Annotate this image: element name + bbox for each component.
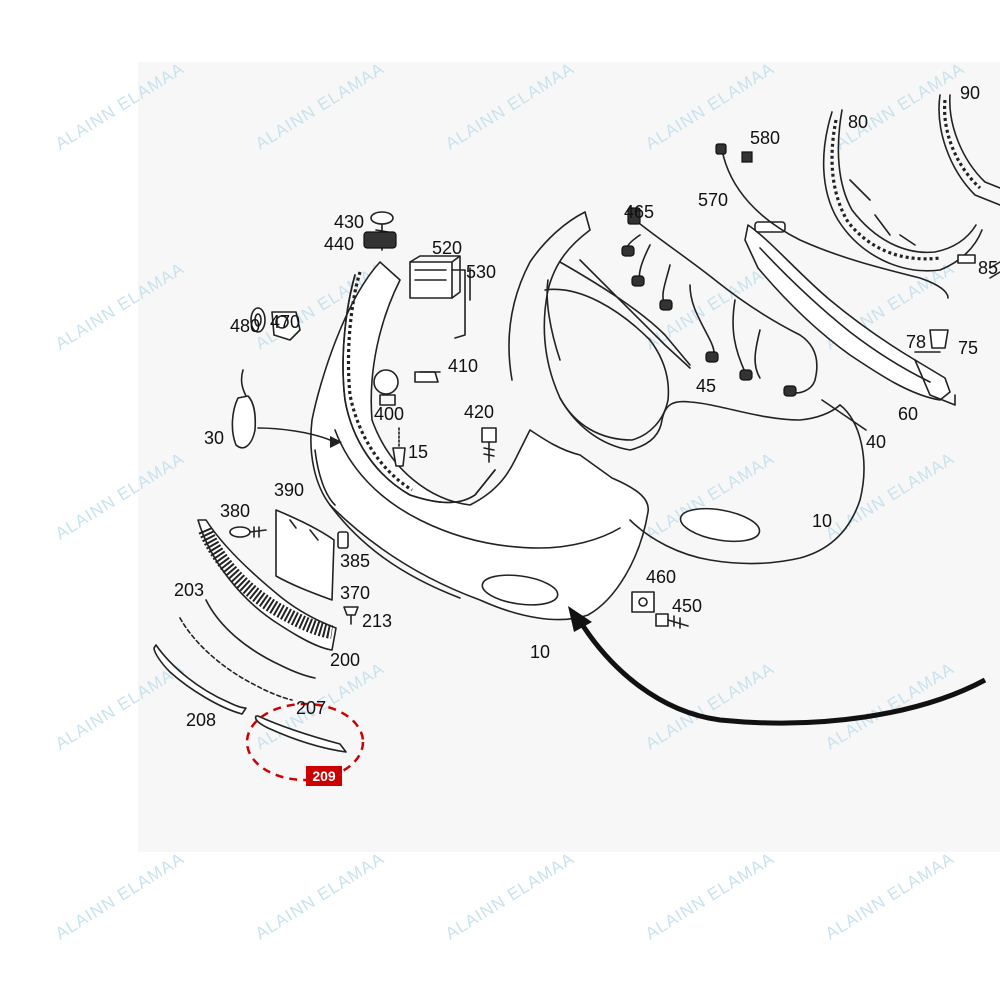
grille-200 [197, 519, 337, 651]
callout-labels: 10 10 15 30 40 45 60 75 78 80 85 90 200 … [174, 83, 998, 730]
callout-label: 370 [340, 583, 370, 603]
callout-label: 465 [624, 202, 654, 222]
bolt-420 [481, 427, 497, 463]
callout-label: 450 [672, 596, 702, 616]
screw-15 [392, 427, 406, 467]
module-520 [409, 255, 461, 299]
wiring-harness [579, 207, 818, 397]
ring-480 [250, 307, 266, 333]
callout-label: 480 [230, 316, 260, 336]
callout-label: 470 [270, 312, 300, 332]
strip-40 [821, 399, 867, 431]
callout-label: 570 [698, 190, 728, 210]
callout-label: 420 [464, 402, 494, 422]
callout-label: 203 [174, 580, 204, 600]
callout-label: 10 [530, 642, 550, 662]
callout-label: 85 [978, 258, 998, 278]
watermark: ALAINN ELAMAA [442, 849, 578, 944]
highlight-label: 209 [312, 768, 336, 784]
plate-390 [275, 509, 335, 601]
strip-203 [205, 599, 316, 679]
callout-label: 208 [186, 710, 216, 730]
callout-label: 200 [330, 650, 360, 670]
watermark: ALAINN ELAMAA [52, 849, 188, 944]
screw-380 [229, 526, 267, 538]
highlight-ellipse [245, 702, 365, 782]
bracket-530 [451, 267, 471, 339]
callout-label: 207 [296, 698, 326, 718]
callout-label: 213 [362, 611, 392, 631]
callout-label: 580 [750, 128, 780, 148]
callout-label: 60 [898, 404, 918, 424]
clip-580 [715, 143, 753, 163]
callout-label: 45 [696, 376, 716, 396]
bolt-450 [655, 613, 689, 629]
callout-label: 15 [408, 442, 428, 462]
clip-75-78 [914, 329, 949, 353]
callout-label: 460 [646, 567, 676, 587]
callout-label: 520 [432, 238, 462, 258]
support-bar-60 [744, 221, 956, 406]
bumper-cover [310, 211, 865, 621]
callout-label: 380 [220, 501, 250, 521]
trim-209 [254, 715, 347, 753]
callout-label: 390 [274, 480, 304, 500]
part-410 [414, 371, 441, 383]
cover-30 [231, 369, 342, 449]
callout-label: 75 [958, 338, 978, 358]
arrow-to-bumper [575, 616, 987, 726]
strip-208 [153, 644, 247, 715]
clip-385 [337, 531, 349, 549]
callout-label: 80 [848, 112, 868, 132]
cable-570 [721, 149, 949, 299]
bolt-85 [957, 254, 1000, 279]
watermark: ALAINN ELAMAA [642, 849, 778, 944]
watermark: ALAINN ELAMAA [822, 849, 958, 944]
callout-label: 385 [340, 551, 370, 571]
nut-460 [631, 591, 655, 613]
reinforcement-90 [938, 94, 1000, 206]
callout-label: 78 [906, 332, 926, 352]
callout-label: 400 [374, 404, 404, 424]
arrow-head [568, 606, 592, 632]
clip-213 [343, 606, 359, 625]
clip-440 [363, 231, 397, 249]
sensor-holder-400 [373, 369, 399, 406]
highlight-badge [306, 766, 342, 786]
callout-label: 440 [324, 234, 354, 254]
callout-label: 410 [448, 356, 478, 376]
sensor-470 [271, 311, 301, 341]
callout-label: 30 [204, 428, 224, 448]
callout-label: 10 [812, 511, 832, 531]
callout-label: 90 [960, 83, 980, 103]
callout-label: 530 [466, 262, 496, 282]
callout-label: 40 [866, 432, 886, 452]
strip-207 [179, 617, 293, 701]
callout-label: 430 [334, 212, 364, 232]
watermark: ALAINN ELAMAA [252, 849, 388, 944]
